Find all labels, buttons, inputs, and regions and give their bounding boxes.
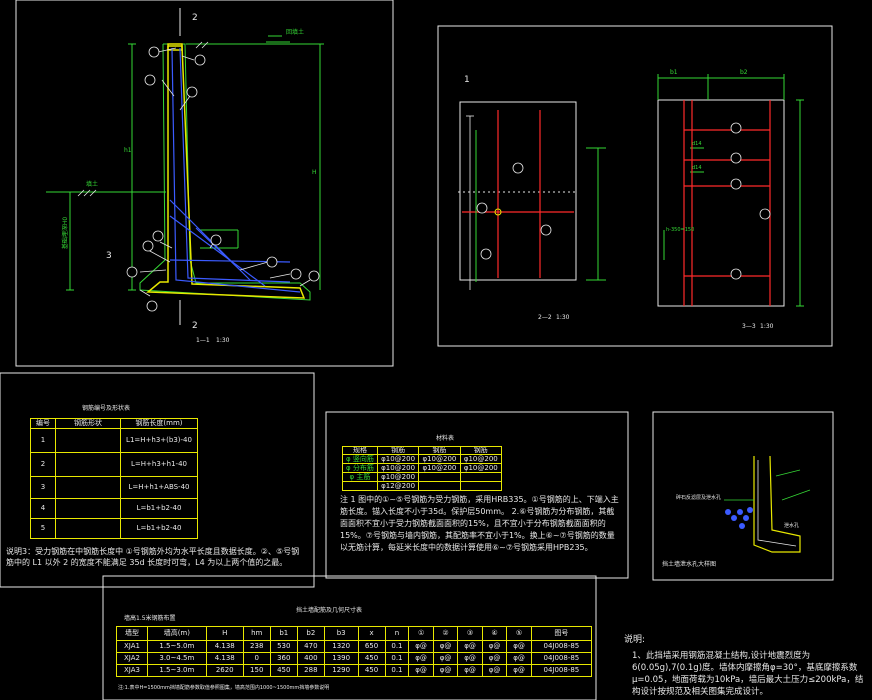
frame-section-2-3 bbox=[437, 25, 833, 347]
params-table-subtitle: 墙高1.5米钢筋布置 bbox=[124, 615, 176, 622]
section-3-3-dim-3: h-350=150 bbox=[666, 227, 695, 233]
section-2-2-label-1: 1 bbox=[464, 75, 470, 85]
drainage-detail-drawing bbox=[724, 455, 811, 553]
drawing-frames bbox=[0, 0, 834, 700]
section-1-1-label-3: 3 bbox=[106, 251, 112, 261]
section-1-1-title: 1—1 bbox=[196, 337, 210, 344]
material-table-notes: 注 1 图中的①~⑤号钢筋为受力钢筋，采用HRB335。①号钢筋的上、下端入主筋… bbox=[340, 495, 619, 552]
detail-title: 挡土墙泄水孔大样图 bbox=[662, 561, 717, 568]
frame-detail bbox=[652, 411, 834, 581]
section-3-3-dim-2: d14 bbox=[692, 165, 702, 171]
section-3-3-title: 3—3 bbox=[742, 323, 756, 330]
section-1-1-scale: 1:30 bbox=[216, 337, 230, 344]
section-1-1-depth-label: 基础埋深H0 bbox=[62, 216, 70, 250]
rebar-col-length: 钢筋长度(mm) bbox=[120, 418, 198, 429]
section-2-2-scale: 1:30 bbox=[556, 314, 570, 321]
section-1-1-cut-label-top: 2 bbox=[192, 13, 198, 23]
section-1-1-backfill-top-label: 回填土 bbox=[286, 29, 305, 36]
section-1-1-h-label: H bbox=[312, 169, 317, 176]
section-1-1-drawing bbox=[46, 8, 324, 325]
rebar-table-note: 说明3：受力钢筋在中钢筋长度中 ①号钢筋外均为水平长度且数据长度。②、⑤号钢筋中… bbox=[6, 547, 300, 567]
description-text: 1、此挡墙采用钢筋混凝土结构,设计地震烈度为6(0.05g),7(0.1g)度。… bbox=[632, 651, 864, 697]
section-1-1-h1-label: h1 bbox=[124, 147, 132, 154]
params-table-title: 挡土墙配筋及几何尺寸表 bbox=[296, 607, 363, 614]
rebar-table-title: 钢筋编号及形状表 bbox=[82, 405, 131, 412]
section-1-1-backfill-left-label: 填土 bbox=[86, 181, 99, 188]
rebar-col-id: 编号 bbox=[30, 418, 56, 429]
section-3-3-dim-1: d14 bbox=[692, 141, 702, 147]
section-1-1-cut-label-bottom: 2 bbox=[192, 321, 198, 331]
material-table-title: 材料表 bbox=[436, 435, 455, 442]
detail-left-label: 碎石反滤层及泄水孔 bbox=[676, 495, 722, 501]
section-3-3-b2-label: b2 bbox=[740, 69, 748, 76]
section-3-3-drawing bbox=[657, 74, 804, 307]
description-title: 说明: bbox=[624, 635, 646, 645]
rebar-col-shape: 钢筋形状 bbox=[55, 418, 121, 429]
frame-params-table bbox=[102, 575, 597, 700]
section-2-2-title: 2—2 bbox=[538, 314, 552, 321]
section-3-3-scale: 1:30 bbox=[760, 323, 774, 330]
params-table-footnote: 注:1.表中H=1500mm挡墙配筋参数取值参照图集，墙高范围内1000~150… bbox=[118, 685, 330, 691]
table-row: φ12@200 bbox=[342, 481, 503, 491]
detail-right-label: 泄水孔 bbox=[784, 523, 800, 529]
frame-section-1-1 bbox=[15, 0, 394, 367]
section-3-3-b1-label: b1 bbox=[670, 69, 678, 76]
frame-rebar-table bbox=[0, 372, 315, 588]
section-2-2-drawing bbox=[458, 101, 606, 290]
frame-material-table bbox=[325, 411, 629, 579]
